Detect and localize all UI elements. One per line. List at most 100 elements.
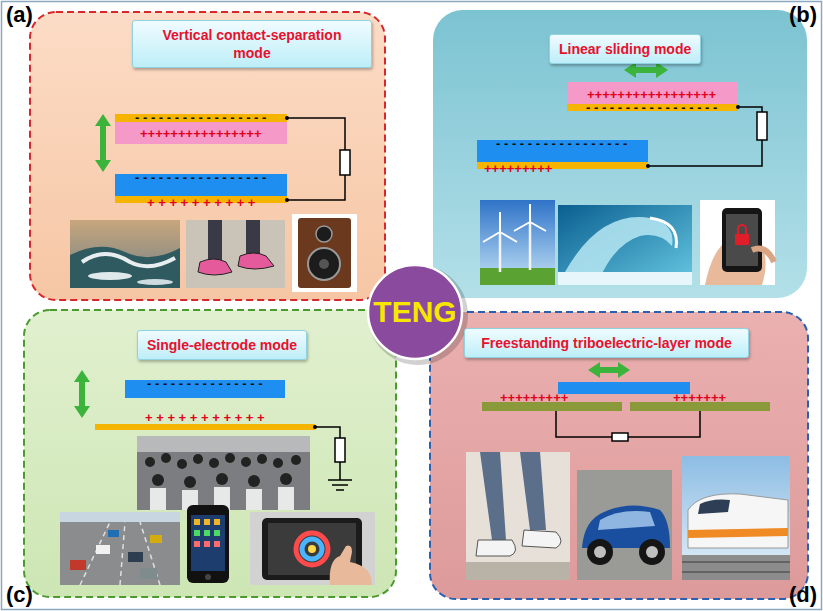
illustration-part-part xyxy=(204,530,210,536)
mode-title: Vertical contact-separation mode xyxy=(132,20,372,68)
sliding-schematic-part xyxy=(757,112,767,140)
single-electrode-schematic-part xyxy=(95,424,315,430)
illustration-part xyxy=(194,541,220,547)
shoes-photo-part xyxy=(238,253,274,269)
negative-charge-row: - - - - - - - - - - - - - - - - - xyxy=(586,101,717,114)
illustration-part-part xyxy=(278,487,294,510)
panel-letter: (d) xyxy=(789,584,817,606)
contact-separation-schematic-part xyxy=(340,150,350,175)
single-electrode-schematic-part xyxy=(313,425,317,429)
positive-charge-row: +++++++++ xyxy=(500,391,568,404)
sliding-schematic-part xyxy=(736,105,740,109)
illustration-part-part xyxy=(273,458,283,468)
ocean-photo-part xyxy=(70,220,180,288)
illustration-part-part xyxy=(225,453,235,463)
illustration-part-part xyxy=(204,519,210,525)
positive-charge-row: +++++++++ xyxy=(484,162,552,175)
illustration-part-part xyxy=(248,475,260,487)
freestanding-schematic-part xyxy=(588,362,630,378)
sliding-schematic-part xyxy=(648,107,762,166)
positive-charge-row: +++++++++++++++++ xyxy=(587,88,716,101)
freestanding-schematic-part xyxy=(558,382,690,394)
freestanding-schematic xyxy=(482,362,770,441)
tablet-photo-part xyxy=(308,545,316,553)
smartphone-photo-part xyxy=(187,505,229,583)
shoes-photo-part xyxy=(246,220,260,256)
traffic-photo-part xyxy=(80,522,160,585)
illustration-part xyxy=(194,519,220,525)
negative-charge-row: - - - - - - - - - - - - - - - - - xyxy=(135,171,266,184)
illustration-part-part xyxy=(161,453,171,463)
illustration-part-part xyxy=(184,476,196,488)
train-photo-part xyxy=(688,494,788,548)
car-photo-part xyxy=(577,470,672,580)
train-photo xyxy=(682,456,790,580)
mode-title: Linear sliding mode xyxy=(549,34,701,64)
illustration-part-part xyxy=(216,473,228,485)
illustration-part-part xyxy=(214,530,220,536)
traffic-photo-part xyxy=(60,512,180,522)
ocean-photo-part xyxy=(82,254,175,266)
sliding-schematic-part xyxy=(624,62,668,78)
car-photo-part xyxy=(587,539,613,565)
panel-backgrounds xyxy=(24,10,808,599)
positive-charge-row: ++++++++++++++++ xyxy=(140,127,261,140)
illustration-part xyxy=(194,530,220,536)
car-photo xyxy=(577,470,672,580)
contact-separation-schematic-part xyxy=(287,118,345,200)
ocean-photo xyxy=(70,220,180,288)
car-photo-part xyxy=(594,546,606,558)
illustration-part-part xyxy=(280,473,292,485)
panel-backgrounds-part xyxy=(24,310,396,597)
tablet-photo-part xyxy=(296,533,328,565)
illustration-part-part xyxy=(194,530,200,536)
wave-photo-part xyxy=(558,272,692,285)
smartphone-photo-part xyxy=(205,574,211,580)
sliding-schematic xyxy=(477,62,767,169)
crowd-photo xyxy=(137,436,310,510)
walking-photo xyxy=(466,452,570,580)
mode-title-text: Single-electrode mode xyxy=(147,336,297,354)
traffic-photo-part xyxy=(150,535,162,543)
positive-charge-row: + + + + + + + + + + xyxy=(147,196,255,209)
windmill-photo-part xyxy=(480,200,555,285)
windmill-photo-part xyxy=(483,212,517,242)
wave-photo-part xyxy=(565,217,673,278)
panel-backgrounds-part xyxy=(30,12,385,300)
train-photo-part xyxy=(698,500,730,515)
illustration-part-part xyxy=(291,455,301,465)
sliding-schematic-part xyxy=(646,164,650,168)
train-photo-part xyxy=(682,562,790,572)
contact-separation-schematic-part xyxy=(285,198,289,202)
traffic-photo-part xyxy=(96,545,110,554)
illustration-part xyxy=(145,453,301,488)
illustration-part-part xyxy=(257,454,267,464)
wave-photo xyxy=(558,205,692,285)
single-electrode-schematic-part xyxy=(335,438,345,462)
illustration-part-part xyxy=(150,488,166,510)
illustration-part-part xyxy=(194,541,200,547)
car-photo-part xyxy=(639,539,665,565)
ocean-photo-part xyxy=(88,272,132,280)
traffic-photo-part xyxy=(60,512,180,585)
train-photo-part xyxy=(682,456,790,580)
illustration-part-part xyxy=(194,519,200,525)
speaker-photo xyxy=(292,214,357,292)
illustration-part-part xyxy=(214,541,220,547)
panel-backgrounds-part xyxy=(430,312,808,599)
wave-photo-part xyxy=(558,205,692,285)
phone-lock-photo-part xyxy=(726,214,758,266)
illustration-part-part xyxy=(152,474,164,486)
smartphone-photo xyxy=(187,505,229,583)
negative-charge-row: - - - - - - - - - - - - - - - xyxy=(147,377,263,390)
illustration-part-part xyxy=(204,541,210,547)
shoes-photo-part xyxy=(208,220,222,262)
contact-separation-schematic-part xyxy=(95,114,111,172)
illustration-part-part xyxy=(193,454,203,464)
tablet-photo-part xyxy=(330,546,372,585)
tablet-photo xyxy=(250,512,375,585)
phone-lock-photo-part xyxy=(752,249,774,263)
phone-lock-photo-part xyxy=(722,208,762,272)
traffic-photo-part xyxy=(70,560,86,570)
